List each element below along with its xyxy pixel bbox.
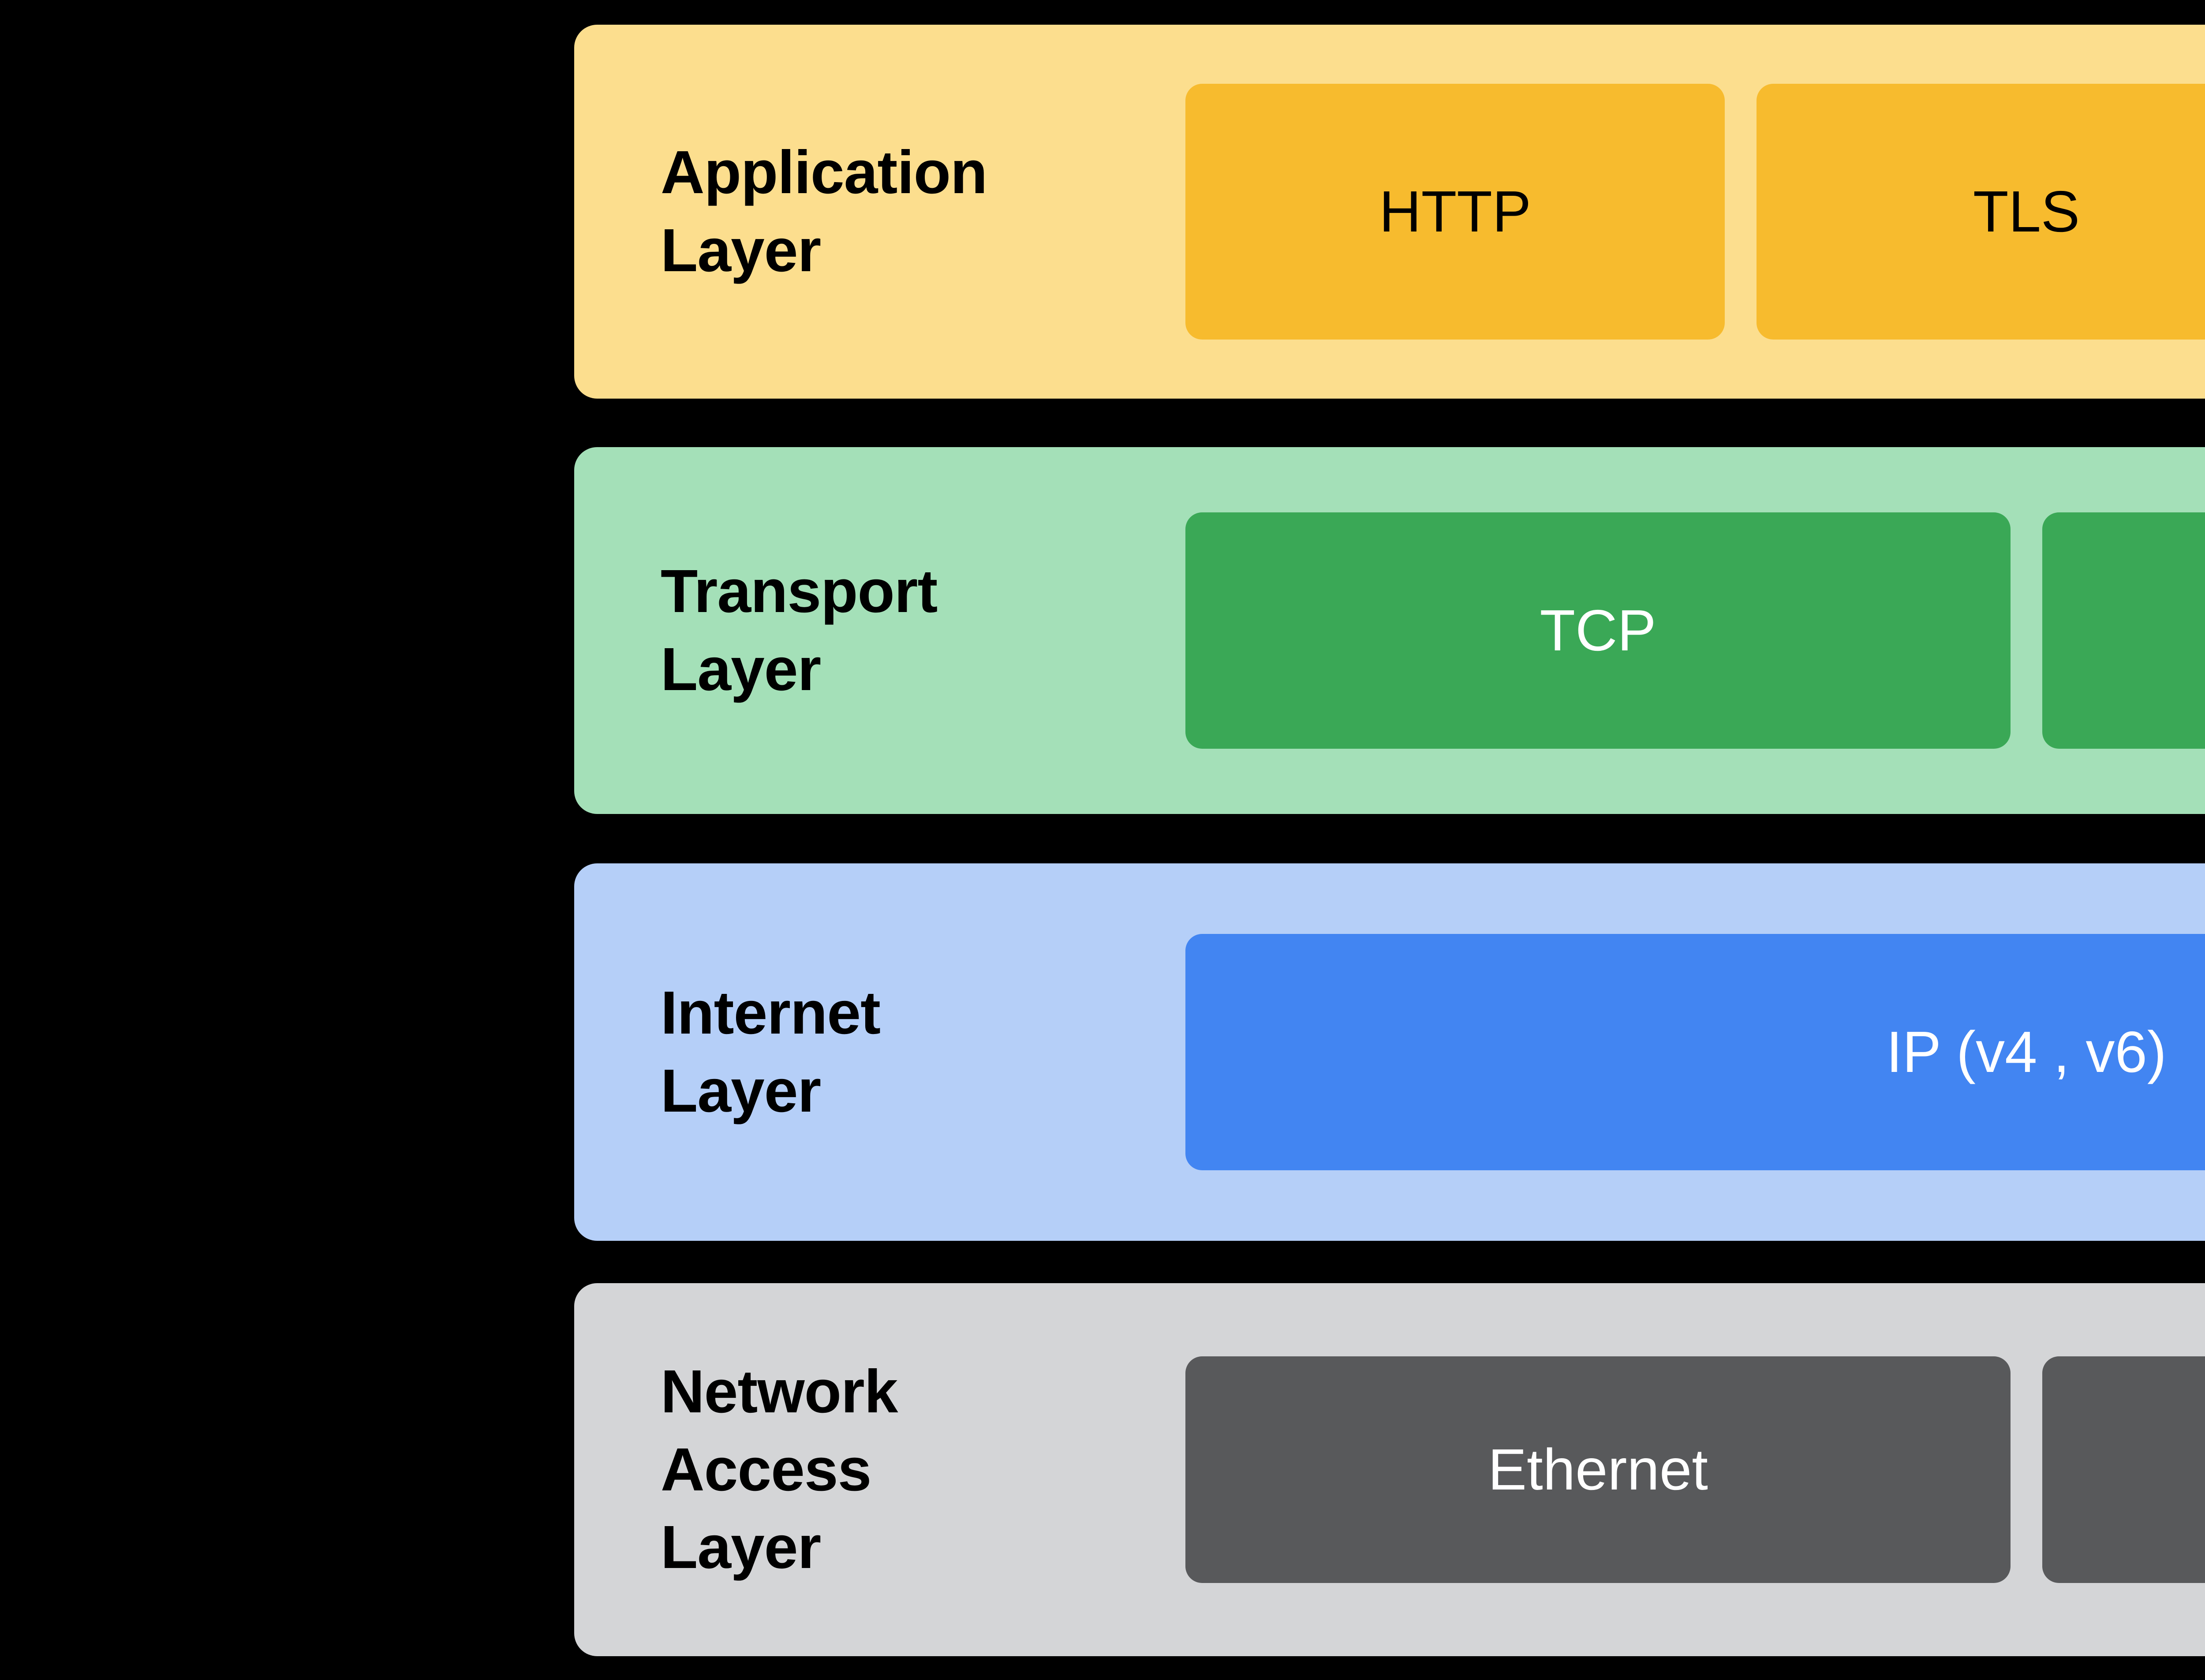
- layer-label-application: Application Layer: [661, 138, 987, 284]
- layer-band-transport: Transport Layer TCP UDP: [574, 447, 2205, 814]
- protocol-box-tls[interactable]: TLS: [1757, 84, 2205, 340]
- protocol-row-transport: TCP UDP: [1185, 447, 2205, 814]
- protocol-box-udp[interactable]: UDP: [2042, 512, 2205, 749]
- protocol-box-ip[interactable]: IP (v4 , v6): [1185, 934, 2205, 1170]
- protocol-row-internet: IP (v4 , v6): [1185, 863, 2205, 1241]
- layer-band-network-access: Network Access Layer Ethernet Wireless L…: [574, 1283, 2205, 1656]
- protocol-row-network-access: Ethernet Wireless LAN: [1185, 1283, 2205, 1656]
- protocol-box-wireless-lan[interactable]: Wireless LAN: [2042, 1356, 2205, 1583]
- layer-band-application: Application Layer HTTP TLS DNS: [574, 25, 2205, 399]
- protocol-stack: Application Layer HTTP TLS DNS Transport…: [574, 25, 2205, 1656]
- protocol-row-application: HTTP TLS DNS: [1185, 25, 2205, 399]
- layer-label-internet: Internet Layer: [661, 979, 881, 1125]
- protocol-box-http[interactable]: HTTP: [1185, 84, 1725, 340]
- protocol-box-tcp[interactable]: TCP: [1185, 512, 2011, 749]
- layer-band-internet: Internet Layer IP (v4 , v6): [574, 863, 2205, 1241]
- layer-label-transport: Transport Layer: [661, 557, 938, 703]
- layer-label-network-access: Network Access Layer: [661, 1358, 898, 1582]
- protocol-box-ethernet[interactable]: Ethernet: [1185, 1356, 2011, 1583]
